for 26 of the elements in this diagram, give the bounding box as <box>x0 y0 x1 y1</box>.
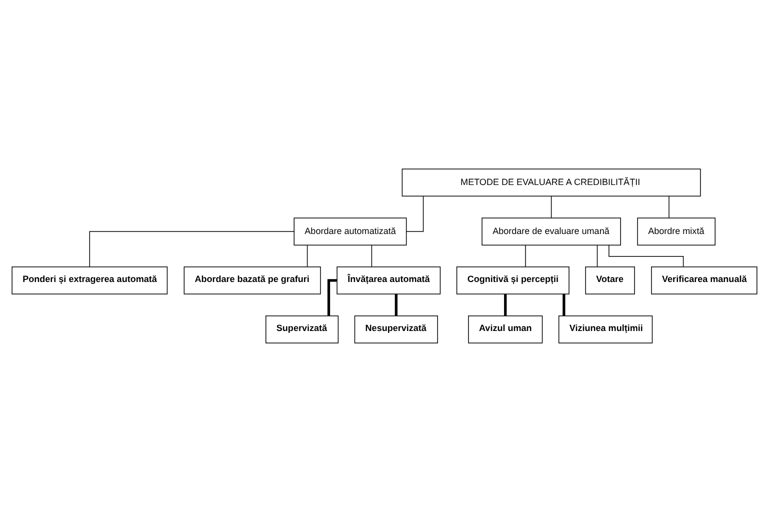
node-box: Cognitivă și percepții <box>456 266 570 294</box>
connector <box>406 196 424 232</box>
connector <box>562 294 566 316</box>
connector <box>668 196 670 218</box>
connector <box>306 244 308 268</box>
connector <box>550 196 552 218</box>
node-box: Ponderi și extragerea automată <box>12 266 168 294</box>
connector <box>371 244 372 268</box>
connector <box>327 279 337 316</box>
connector <box>525 244 526 268</box>
node-box: Verificarea manuală <box>651 266 758 294</box>
connector <box>596 244 598 268</box>
node-box: Abordare de evaluare umană <box>482 218 621 246</box>
connector <box>504 294 507 316</box>
node-box: METODE DE EVALUARE A CREDIBILITĂȚII <box>402 168 701 196</box>
node-box: Avizul uman <box>468 316 543 344</box>
node-box: Viziunea mulțimii <box>558 316 653 344</box>
node-box: Abordare bazată pe grafuri <box>184 266 321 294</box>
node-box: Învățarea automată <box>336 266 441 294</box>
node-box: Abordare automatizată <box>294 218 407 246</box>
connector <box>89 231 294 268</box>
node-box: Supervizată <box>266 316 339 344</box>
node-box: Nesupervizată <box>354 316 438 344</box>
node-box: Abordre mixtă <box>637 218 716 246</box>
connector <box>394 294 398 316</box>
node-box: Votare <box>585 266 635 294</box>
